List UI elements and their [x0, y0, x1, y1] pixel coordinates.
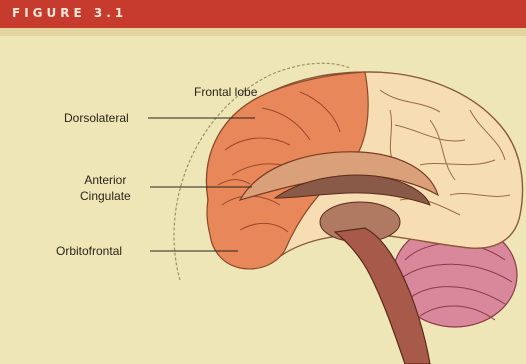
label-anterior-cingulate-line2: Cingulate: [80, 188, 131, 204]
label-anterior-cingulate-line1: Anterior: [80, 172, 131, 188]
label-orbitofrontal: Orbitofrontal: [56, 244, 122, 258]
label-dorsolateral: Dorsolateral: [64, 111, 129, 125]
label-frontal-lobe: Frontal lobe: [194, 85, 257, 99]
label-anterior-cingulate: Anterior Cingulate: [80, 172, 131, 204]
